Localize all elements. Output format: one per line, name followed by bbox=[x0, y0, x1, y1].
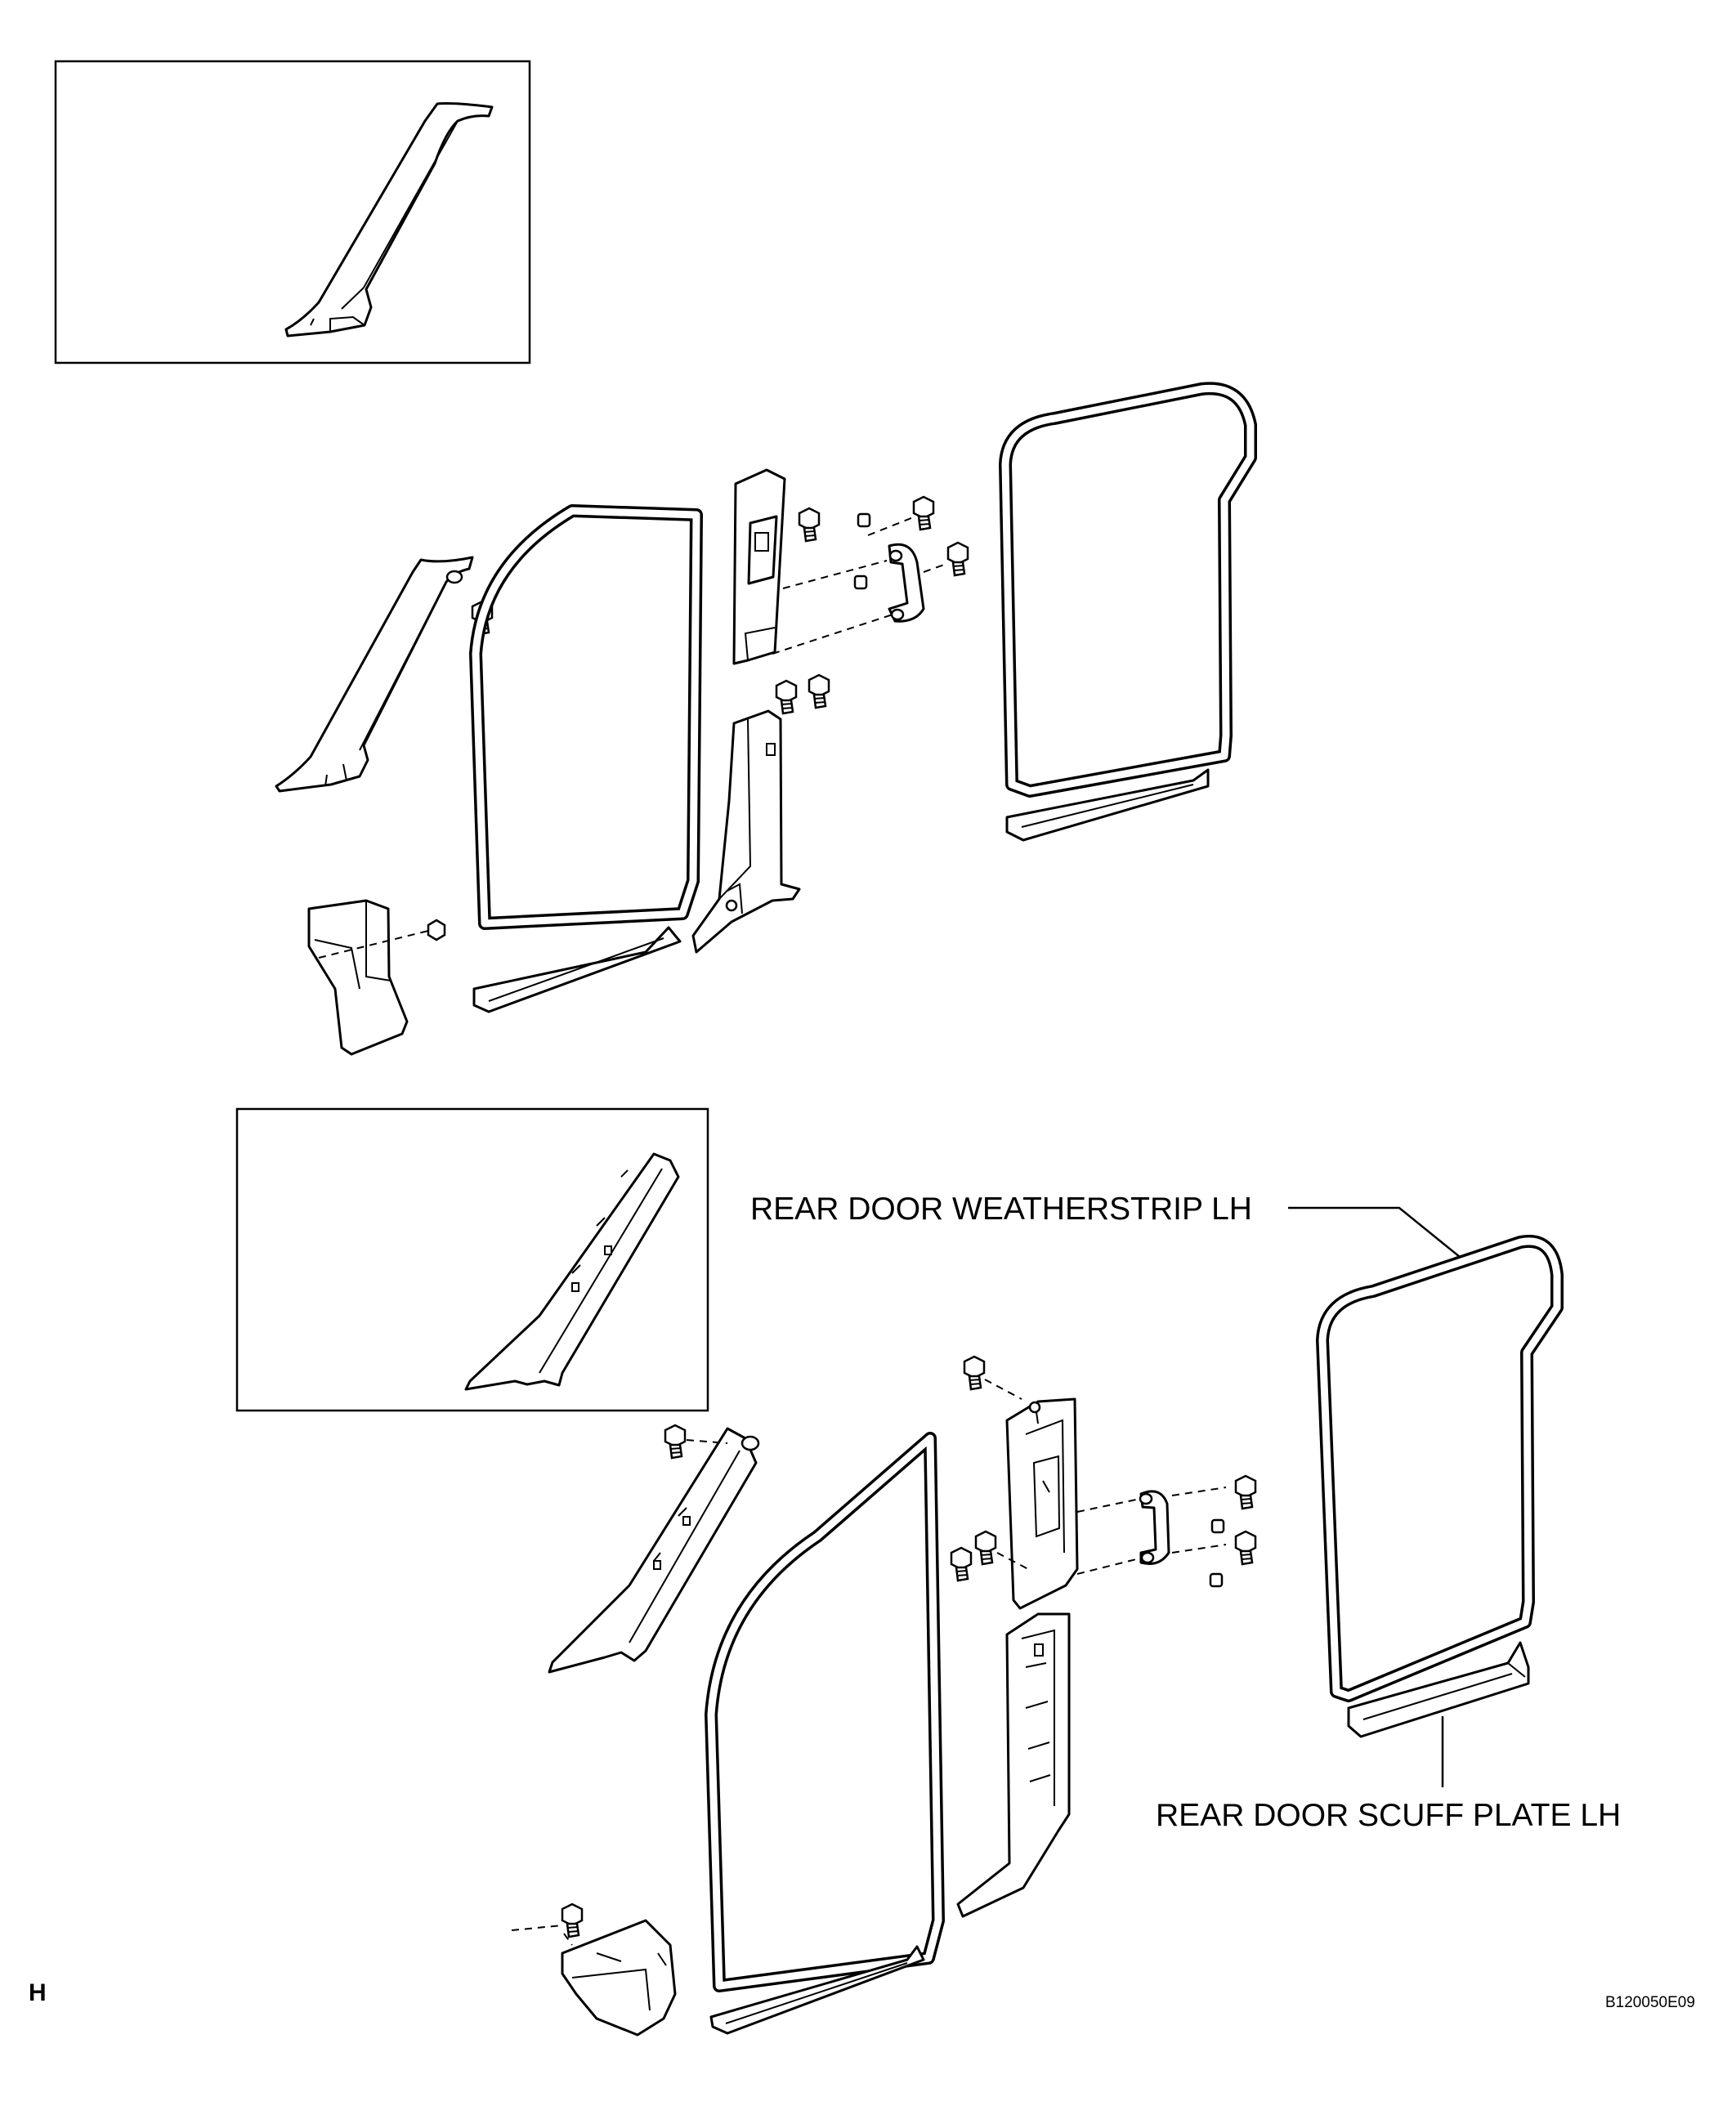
front-pillar-garnish-lower bbox=[548, 1427, 760, 1674]
front-door-weatherstrip-upper bbox=[469, 504, 703, 930]
assist-grip-bracket-lower bbox=[1139, 1490, 1170, 1565]
section-letter: H bbox=[29, 1979, 47, 2006]
front-pillar-lower-trim-upper bbox=[307, 899, 409, 1056]
rear-door-scuff-plate-upper bbox=[1005, 768, 1210, 842]
rear-door-scuff-plate-lower bbox=[1347, 1641, 1530, 1738]
bolt-b-pillar-upper-2 bbox=[912, 495, 935, 531]
bolt-kick-panel-lower bbox=[561, 1903, 584, 1938]
front-pillar-garnish-inset-top bbox=[284, 102, 494, 338]
label-rear-door-scuff-plate: REAR DOOR SCUFF PLATE LH bbox=[1156, 1798, 1621, 1833]
inset-frame-top bbox=[54, 60, 531, 364]
figure-code: B120050E09 bbox=[1605, 1994, 1695, 2011]
front-door-weatherstrip-lower bbox=[705, 1432, 945, 1992]
dash-lower-3 bbox=[1171, 1487, 1227, 1496]
inset-frame-lower bbox=[235, 1107, 709, 1412]
bolt-b-pillar-lower-mid-2 bbox=[950, 1546, 973, 1582]
bolt-b-pillar-upper-1 bbox=[798, 507, 821, 543]
dash-upper-3 bbox=[923, 563, 947, 573]
dash-lower-4 bbox=[1171, 1544, 1227, 1554]
dash-kick-panel-lower bbox=[511, 1925, 563, 1931]
dash-b-pillar-top bbox=[984, 1379, 1022, 1400]
bolt-b-pillar-lower-top bbox=[963, 1355, 986, 1391]
bolt-b-pillar-lower-1 bbox=[775, 679, 798, 715]
center-pillar-upper-garnish-upper bbox=[732, 468, 786, 665]
rear-door-weatherstrip-upper bbox=[999, 382, 1257, 798]
leader-rear-door-weatherstrip bbox=[1288, 1206, 1461, 1258]
clip-grip-lower-2 bbox=[1209, 1572, 1224, 1588]
dash-b-pillar-mid bbox=[996, 1552, 1029, 1570]
dash-upper-4 bbox=[772, 614, 893, 655]
bolt-grip-lower-1 bbox=[1234, 1474, 1257, 1510]
dash-upper-2 bbox=[782, 560, 888, 589]
bolt-grip-lower-2 bbox=[1234, 1530, 1257, 1566]
bolt-b-pillar-lower-2 bbox=[808, 673, 830, 709]
assist-grip-bracket-upper bbox=[888, 543, 925, 623]
dash-kick-panel-lower-2 bbox=[563, 1933, 573, 1946]
bolt-b-pillar-lower-mid-1 bbox=[974, 1530, 997, 1566]
center-pillar-lower-garnish-lower bbox=[956, 1612, 1071, 1918]
clip-b-pillar-1 bbox=[857, 512, 871, 528]
front-pillar-lower-trim-lower bbox=[561, 1919, 677, 2037]
bolt-b-pillar-upper-3 bbox=[946, 541, 969, 577]
clip-grip-lower-1 bbox=[1210, 1518, 1225, 1534]
dash-a-pillar-lower bbox=[686, 1439, 728, 1444]
clip-kick-panel-upper bbox=[427, 919, 446, 941]
front-pillar-garnish-inset-lower bbox=[464, 1152, 680, 1391]
front-door-scuff-plate-lower bbox=[709, 1945, 925, 2035]
dash-kick-panel-upper bbox=[318, 929, 432, 959]
rear-door-weatherstrip-lower bbox=[1316, 1234, 1564, 1702]
dash-lower-1 bbox=[1076, 1498, 1141, 1513]
dash-upper-1 bbox=[867, 516, 916, 536]
center-pillar-lower-garnish-upper bbox=[691, 709, 801, 954]
dash-lower-2 bbox=[1076, 1557, 1143, 1575]
front-pillar-garnish-upper bbox=[275, 556, 474, 793]
bolt-a-pillar-lower bbox=[664, 1424, 687, 1460]
front-door-scuff-plate-upper bbox=[472, 926, 682, 1013]
center-pillar-upper-garnish-lower bbox=[1005, 1397, 1079, 1610]
clip-b-pillar-2 bbox=[853, 575, 868, 590]
label-rear-door-weatherstrip: REAR DOOR WEATHERSTRIP LH bbox=[750, 1192, 1252, 1227]
